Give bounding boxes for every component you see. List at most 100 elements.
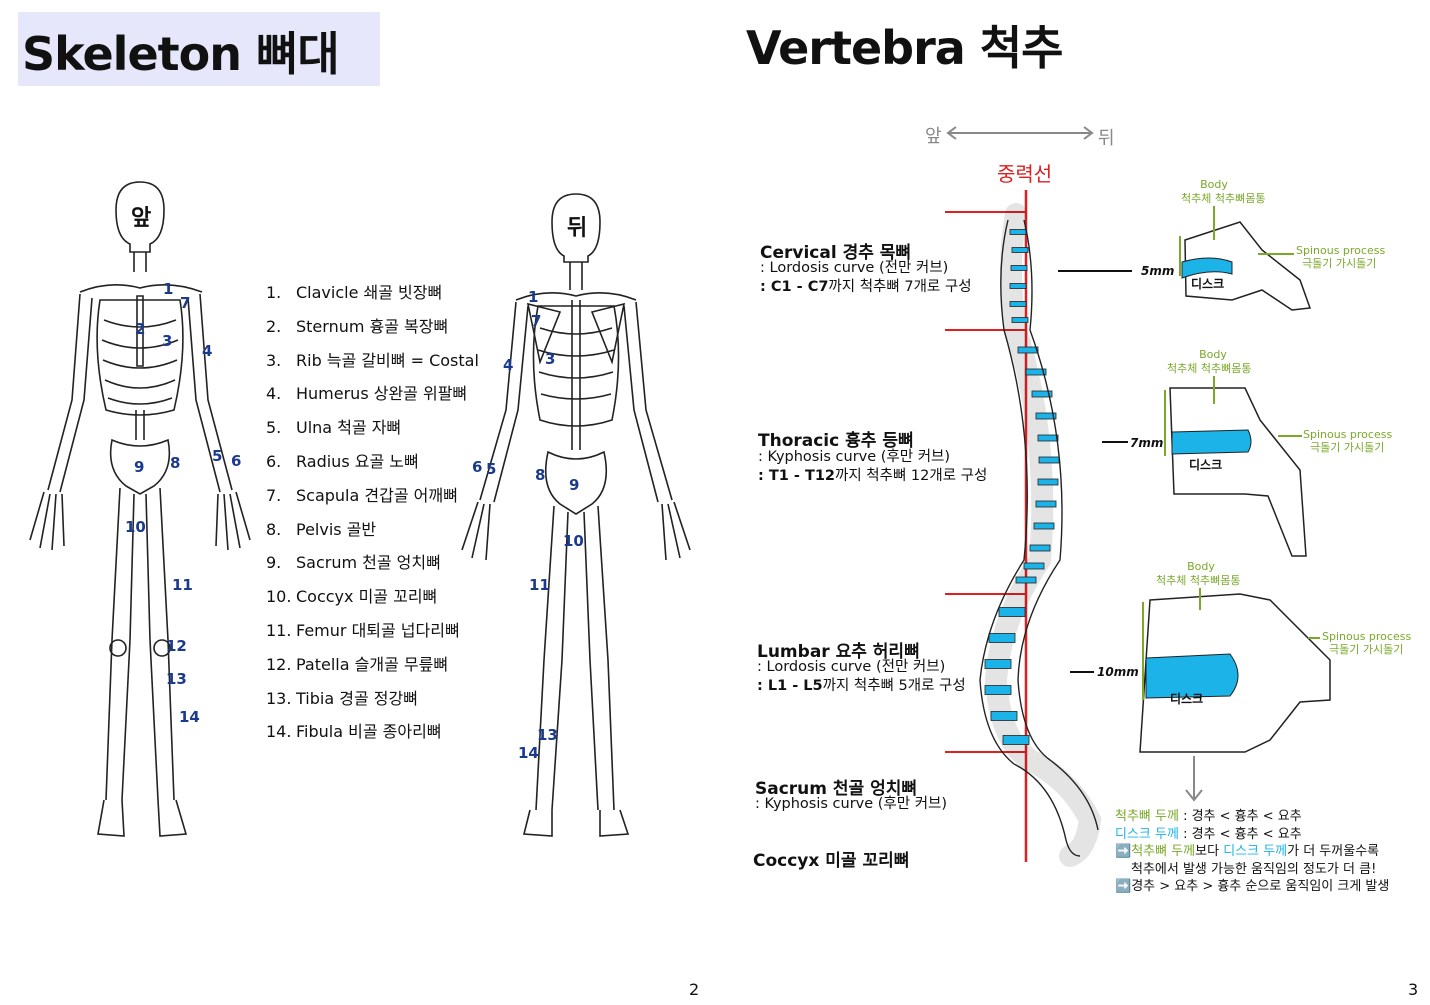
cervical-spinous-kr-label: 극돌기 가시돌기 <box>1302 257 1377 270</box>
note-line-3: ➡️척추뼈 두께보다 디스크 두께가 더 두꺼울수록 <box>1115 844 1380 859</box>
thoracic-curve: : Kyphosis curve (후만 커브) <box>758 449 951 465</box>
front-mark-14: 14 <box>179 708 200 726</box>
front-mark-13: 13 <box>166 670 187 688</box>
thoracic-spinous-kr-label: 극돌기 가시돌기 <box>1310 441 1385 454</box>
arrow-right-icon: ➡️ <box>1115 844 1132 859</box>
spine-disk <box>984 659 1012 669</box>
cervical-mm-label: 5mm <box>1141 264 1175 278</box>
note-line-5: ➡️경추 > 요추 > 흉추 순으로 움직임이 크게 발생 <box>1115 879 1390 894</box>
bone-list-item: 3.Rib 늑골 갈비뼈 = Costal <box>266 350 479 370</box>
lumbar-spinous-label: Spinous process <box>1322 630 1412 643</box>
skeleton-front-illustration <box>29 181 251 837</box>
bone-list-item: 13.Tibia 경골 정강뼈 <box>266 688 418 708</box>
lumbar-count: : L1 - L5까지 척추뼈 5개로 구성 <box>757 678 966 694</box>
lumbar-body-kr-label: 척추체 척추뼈몸통 <box>1156 574 1241 587</box>
bone-list-item: 9.Sacrum 천골 엉치뼈 <box>266 553 441 573</box>
bone-list-item: 10.Coccyx 미골 꼬리뼈 <box>266 587 438 607</box>
spine-disk <box>1035 500 1057 508</box>
bone-list-item: 14.Fibula 비골 종아리뼈 <box>266 722 442 742</box>
front-mark-12: 12 <box>166 637 187 655</box>
front-mark-5: 5 <box>212 447 223 465</box>
back-mark-6: 6 <box>472 458 483 476</box>
spine-illustration <box>945 190 1132 867</box>
page-number-right: 3 <box>1408 980 1419 999</box>
spine-disk <box>1037 434 1059 442</box>
spine-disk <box>1009 229 1027 235</box>
thoracic-mm-label: 7mm <box>1130 436 1164 450</box>
title-highlight <box>18 12 380 86</box>
cervical-body-kr-label: 척추체 척추뼈몸통 <box>1181 192 1266 205</box>
back-mark-10: 10 <box>563 532 584 550</box>
skeleton-back-illustration <box>461 193 691 837</box>
spine-disk <box>988 633 1016 643</box>
cervical-heading: Cervical 경추 목뼈 <box>760 243 912 263</box>
cervical-count: : C1 - C7까지 척추뼈 7개로 구성 <box>760 279 972 295</box>
cervical-curve: : Lordosis curve (전만 커브) <box>760 260 949 276</box>
spine-disk <box>1031 390 1053 398</box>
back-mark-1: 1 <box>528 288 539 306</box>
thoracic-spinous-label: Spinous process <box>1303 428 1393 441</box>
spine-disk <box>1009 283 1027 289</box>
back-mark-11: 11 <box>529 576 550 594</box>
back-mark-13: 13 <box>537 726 558 744</box>
back-mark-4: 4 <box>503 356 514 374</box>
cervical-body-label: Body <box>1200 178 1228 191</box>
lumbar-heading: Lumbar 요추 허리뼈 <box>757 642 920 662</box>
lumbar-spinous-kr-label: 극돌기 가시돌기 <box>1329 643 1404 656</box>
vertebra-detail-illustrations <box>1139 206 1331 802</box>
page-title-vertebra: Vertebra 척추 <box>746 21 1063 75</box>
front-mark-4: 4 <box>202 342 213 360</box>
front-mark-9: 9 <box>134 458 145 476</box>
spine-disk <box>984 685 1012 695</box>
bone-list-item: 4.Humerus 상완골 위팔뼈 <box>266 384 468 404</box>
spine-disk <box>1035 412 1057 420</box>
spine-disk <box>1002 735 1030 745</box>
bone-list-item: 2.Sternum 흉골 복장뼈 <box>266 316 449 336</box>
front-back-arrow <box>946 126 1094 140</box>
back-mark-9: 9 <box>569 476 580 494</box>
note-line-4: 척추에서 발생 가능한 움직임의 정도가 더 큼! <box>1131 861 1377 877</box>
cervical-spinous-label: Spinous process <box>1296 244 1386 257</box>
page-title-skeleton: Skeleton 뼈대 <box>22 27 340 81</box>
bone-list-item: 11.Femur 대퇴골 넙다리뼈 <box>266 620 460 640</box>
thoracic-body-kr-label: 척추체 척추뼈몸통 <box>1167 362 1252 375</box>
spine-disk <box>1029 544 1051 552</box>
page-number-left: 2 <box>689 980 700 999</box>
back-mark-14: 14 <box>518 744 539 762</box>
spine-disk <box>998 607 1026 617</box>
spine-disk <box>1011 247 1029 253</box>
front-mark-2: 2 <box>135 320 146 338</box>
spine-disk <box>1011 317 1029 323</box>
bone-list: 1.Clavicle 쇄골 빗장뼈 2.Sternum 흉골 복장뼈 3.Rib… <box>266 283 479 756</box>
front-label: 앞 <box>131 206 152 231</box>
bone-list-item: 12.Patella 슬개골 무릎뼈 <box>266 654 449 674</box>
bone-list-item: 7.Scapula 견갑골 어깨뼈 <box>266 485 458 505</box>
front-mark-3: 3 <box>162 332 173 350</box>
thoracic-body-label: Body <box>1199 348 1227 361</box>
cervical-disk-label: 디스크 <box>1191 277 1225 291</box>
back-mark-8: 8 <box>535 466 546 484</box>
spine-disk <box>1038 456 1060 464</box>
note-line-1: 척추뼈 두께 : 경추 < 흉추 < 요추 <box>1115 809 1302 824</box>
arrow-right-icon: ➡️ <box>1115 879 1132 894</box>
thoracic-disk-label: 디스크 <box>1189 458 1223 472</box>
front-direction-label: 앞 <box>925 126 942 147</box>
front-mark-8: 8 <box>170 454 181 472</box>
back-label: 뒤 <box>567 216 588 241</box>
lumbar-body-label: Body <box>1187 560 1215 573</box>
back-mark-3: 3 <box>545 350 556 368</box>
thoracic-heading: Thoracic 흉추 등뼈 <box>758 431 914 451</box>
sacrum-heading: Sacrum 천골 엉치뼈 <box>755 779 918 799</box>
spine-disk <box>1015 576 1037 584</box>
spine-disk <box>1023 562 1045 570</box>
front-mark-11: 11 <box>172 576 193 594</box>
bone-list-item: 1.Clavicle 쇄골 빗장뼈 <box>266 283 443 302</box>
lumbar-mm-label: 10mm <box>1097 665 1139 679</box>
spine-disk <box>1037 478 1059 486</box>
spine-disk <box>1025 368 1047 376</box>
note-line-2: 디스크 두께 : 경추 < 흉추 < 요추 <box>1115 826 1302 842</box>
bone-list-item: 8.Pelvis 골반 <box>266 519 377 539</box>
bone-list-item: 5.Ulna 척골 자뼈 <box>266 418 402 438</box>
lumbar-curve: : Lordosis curve (전만 커브) <box>757 659 946 675</box>
spine-disk <box>1009 301 1027 307</box>
